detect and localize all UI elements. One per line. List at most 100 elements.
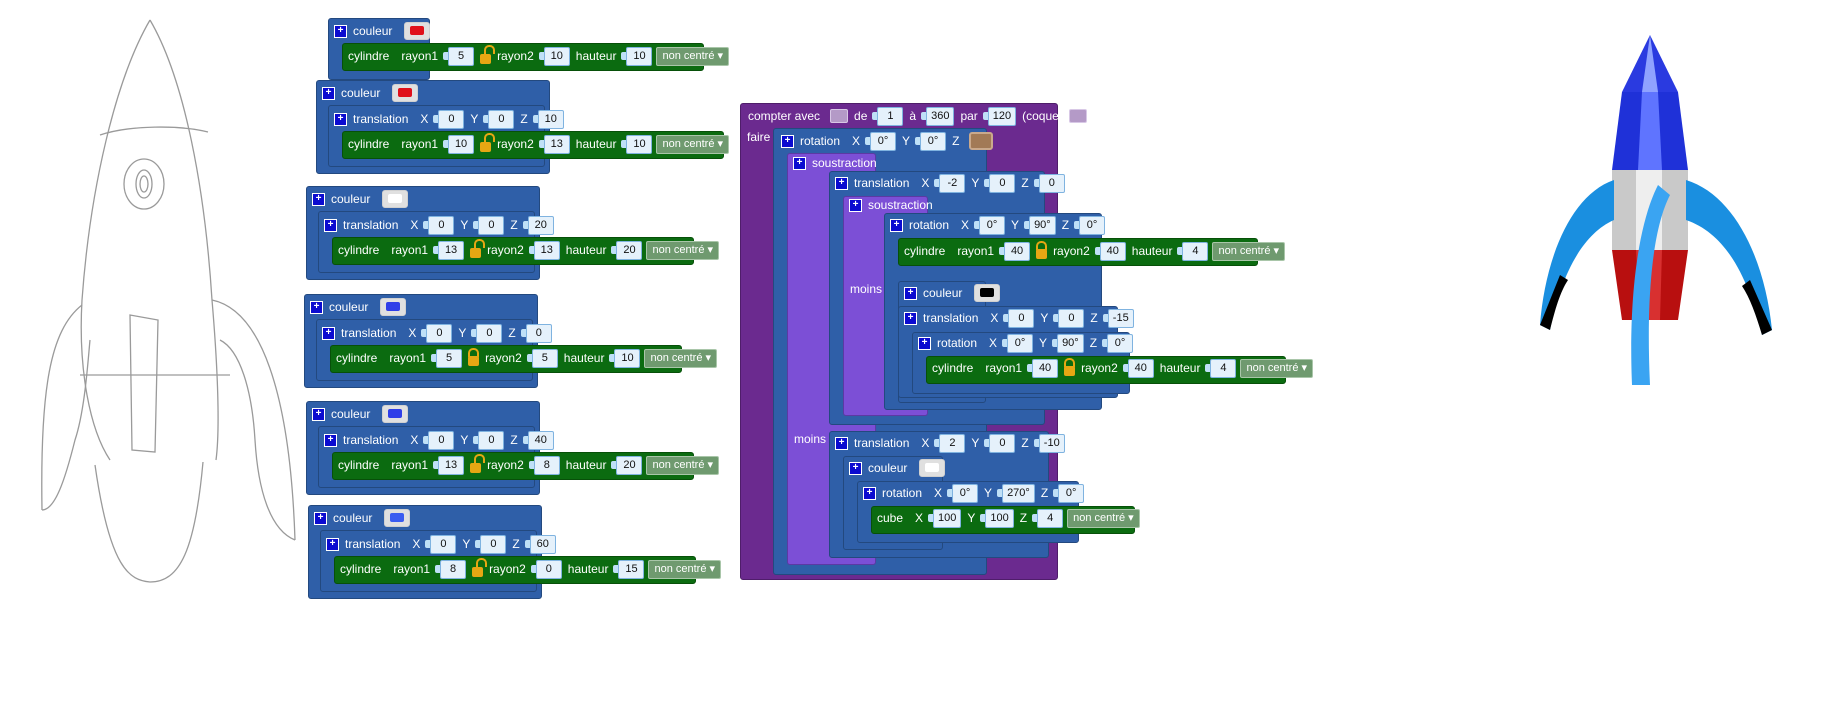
expand-plus-icon[interactable]: + (314, 511, 327, 525)
expand-plus-icon[interactable]: + (312, 407, 325, 421)
color-swatch[interactable] (384, 509, 411, 527)
z-field[interactable]: 0° (1102, 333, 1134, 353)
expand-plus-icon[interactable]: + (324, 433, 337, 447)
expand-plus-icon[interactable]: + (918, 336, 931, 350)
expand-plus-icon[interactable]: + (793, 156, 806, 170)
centering-dropdown[interactable]: non centré▾ (656, 134, 729, 154)
x-field[interactable]: 0° (947, 483, 979, 503)
y-field[interactable]: 0° (915, 131, 947, 151)
x-field[interactable]: 0 (423, 430, 455, 450)
z-field[interactable]: 0 (1033, 173, 1065, 193)
x-field[interactable]: 0° (974, 215, 1006, 235)
color-swatch[interactable] (404, 22, 431, 40)
x-field[interactable]: 2 (934, 433, 966, 453)
lock-open-icon[interactable] (470, 239, 486, 258)
rayon1-field[interactable]: 5 (443, 46, 475, 66)
y-field[interactable]: 270° (997, 483, 1035, 503)
expand-plus-icon[interactable]: + (312, 192, 325, 206)
loop-variable-dropdown[interactable] (830, 109, 849, 123)
centering-dropdown[interactable]: non centré▾ (656, 46, 729, 66)
expand-plus-icon[interactable]: + (781, 134, 794, 148)
x-field[interactable]: 0 (421, 323, 453, 343)
step-field[interactable]: 120 (982, 106, 1017, 126)
hauteur-field[interactable]: 4 (1205, 358, 1237, 378)
z-field[interactable]: -15 (1102, 308, 1134, 328)
rayon2-field[interactable]: 5 (526, 348, 558, 368)
expand-plus-icon[interactable]: + (334, 24, 347, 38)
centering-dropdown[interactable]: non centré▾ (1067, 508, 1140, 528)
z-field[interactable]: -10 (1033, 433, 1065, 453)
rayon2-field[interactable]: 40 (1122, 358, 1154, 378)
x-field[interactable]: 0° (865, 131, 897, 151)
y-field[interactable]: 0 (984, 433, 1016, 453)
color-swatch[interactable] (392, 84, 419, 102)
expand-plus-icon[interactable]: + (310, 300, 323, 314)
centering-dropdown[interactable]: non centré▾ (1240, 358, 1313, 378)
color-swatch[interactable] (974, 284, 1001, 302)
rayon1-field[interactable]: 40 (999, 241, 1031, 261)
to-field[interactable]: 360 (921, 106, 955, 126)
y-field[interactable]: 0 (473, 215, 505, 235)
lock-open-icon[interactable] (480, 133, 496, 152)
y-field[interactable]: 0 (473, 430, 505, 450)
expand-plus-icon[interactable]: + (835, 436, 848, 450)
hauteur-field[interactable]: 15 (613, 559, 645, 579)
expand-plus-icon[interactable]: + (326, 537, 339, 551)
y-field[interactable]: 100 (980, 508, 1014, 528)
expand-plus-icon[interactable]: + (904, 286, 917, 300)
x-field[interactable]: 0° (1002, 333, 1034, 353)
hauteur-field[interactable]: 10 (621, 46, 653, 66)
color-swatch[interactable] (382, 190, 409, 208)
y-field[interactable]: 0 (1053, 308, 1085, 328)
hauteur-field[interactable]: 20 (611, 240, 643, 260)
expand-plus-icon[interactable]: + (849, 461, 862, 475)
lock-open-icon[interactable] (480, 45, 496, 64)
z-field[interactable]: 0° (1053, 483, 1085, 503)
z-field[interactable]: 60 (524, 534, 556, 554)
hauteur-field[interactable]: 20 (611, 455, 643, 475)
rayon1-field[interactable]: 8 (435, 559, 467, 579)
x-field[interactable]: 0 (425, 534, 457, 554)
expand-plus-icon[interactable]: + (334, 112, 347, 126)
expand-plus-icon[interactable]: + (890, 218, 903, 232)
expand-plus-icon[interactable]: + (324, 218, 337, 232)
lock-closed-icon[interactable] (468, 348, 480, 366)
z-field[interactable]: 40 (522, 430, 554, 450)
rayon2-field[interactable]: 13 (538, 134, 570, 154)
lock-open-icon[interactable] (470, 454, 486, 473)
y-field[interactable]: 0 (471, 323, 503, 343)
rayon2-field[interactable]: 8 (528, 455, 560, 475)
hauteur-field[interactable]: 4 (1177, 241, 1209, 261)
hauteur-field[interactable]: 10 (609, 348, 641, 368)
z-field[interactable]: 20 (522, 215, 554, 235)
color-swatch[interactable] (382, 405, 409, 423)
expand-plus-icon[interactable]: + (835, 176, 848, 190)
x-field[interactable]: 0 (423, 215, 455, 235)
rayon1-field[interactable]: 13 (433, 455, 465, 475)
lock-closed-icon[interactable] (1036, 241, 1048, 259)
lock-closed-icon[interactable] (1064, 358, 1076, 376)
y-field[interactable]: 0 (984, 173, 1016, 193)
rayon2-field[interactable]: 10 (538, 46, 570, 66)
z-field[interactable]: 10 (532, 109, 564, 129)
expand-plus-icon[interactable]: + (322, 326, 335, 340)
hauteur-field[interactable]: 10 (621, 134, 653, 154)
from-field[interactable]: 1 (872, 106, 904, 126)
centering-dropdown[interactable]: non centré▾ (1212, 241, 1285, 261)
rayon2-field[interactable]: 13 (528, 240, 560, 260)
rayon2-field[interactable]: 40 (1094, 241, 1126, 261)
z-field[interactable]: 4 (1032, 508, 1064, 528)
expand-plus-icon[interactable]: + (322, 86, 335, 100)
rayon1-field[interactable]: 13 (433, 240, 465, 260)
expand-plus-icon[interactable]: + (849, 198, 862, 212)
color-swatch[interactable] (380, 298, 407, 316)
y-field[interactable]: 0 (475, 534, 507, 554)
centering-dropdown[interactable]: non centré▾ (646, 455, 719, 475)
z-field[interactable]: 0 (520, 323, 552, 343)
expand-plus-icon[interactable]: + (904, 311, 917, 325)
y-field[interactable]: 90° (1024, 215, 1056, 235)
rayon1-field[interactable]: 40 (1027, 358, 1059, 378)
variable-i-field[interactable] (969, 132, 994, 150)
x-field[interactable]: 0 (433, 109, 465, 129)
y-field[interactable]: 90° (1052, 333, 1084, 353)
